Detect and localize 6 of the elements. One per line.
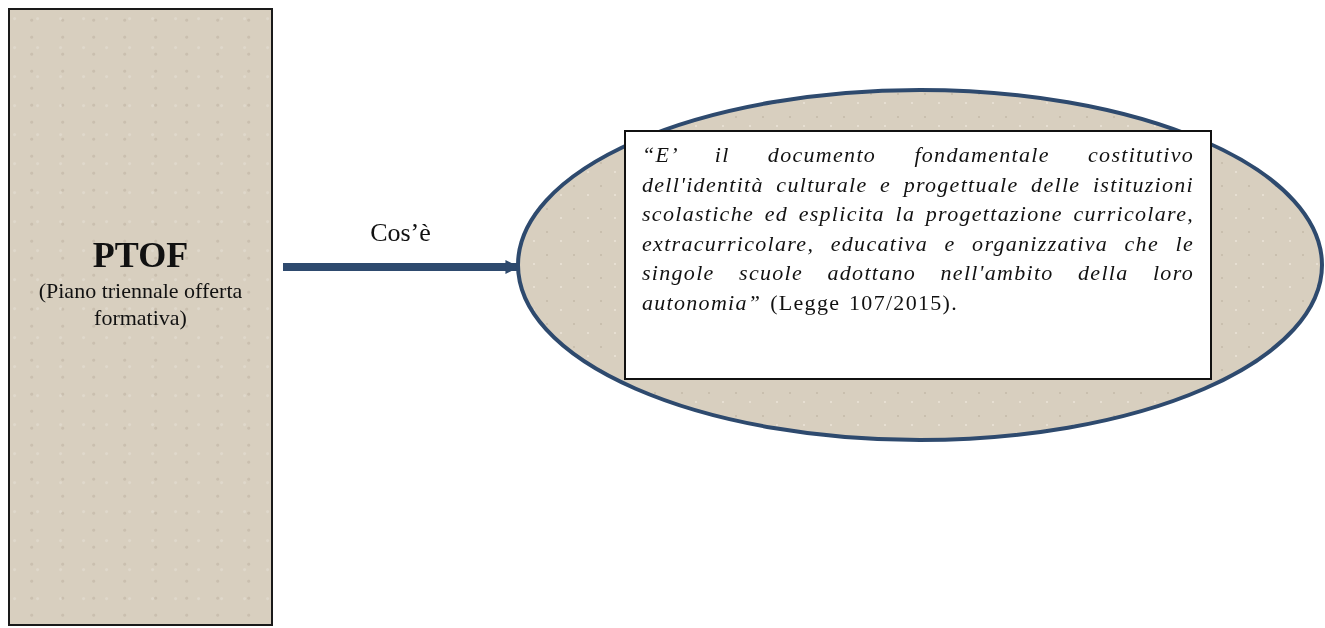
- ellipse-shape: [515, 87, 1325, 443]
- box-title: PTOF: [92, 234, 189, 277]
- box-subtitle: (Piano triennale offerta formativa): [37, 277, 244, 331]
- quote-text: “E’ il documento fondamentale costitutivo dell'identità culturale e progettuale delle istituzioni scolastiche ed esplicita la progettazione curricolare, extracurricolare, educativa e organizzativa che le singole scuole adottano nell'ambito della loro autonomia” (Legge 107/2015).: [642, 141, 1194, 317]
- document-box: [8, 8, 273, 626]
- quote-box: [624, 130, 1212, 380]
